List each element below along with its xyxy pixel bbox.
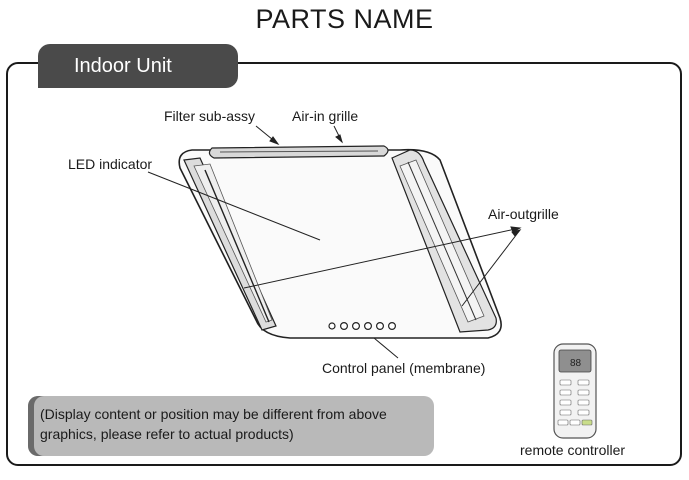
label-control-panel: Control panel (membrane) <box>322 360 486 376</box>
label-filter-sub-assy: Filter sub-assy <box>164 108 256 124</box>
label-led-indicator: LED indicator <box>68 156 153 172</box>
label-air-in-grille: Air-in grille <box>292 108 359 124</box>
remote-display-digits: 88 <box>570 358 582 369</box>
label-remote-controller: remote controller <box>520 442 626 458</box>
remote-controller: 88 <box>553 343 597 439</box>
page-title: PARTS NAME <box>255 4 434 34</box>
label-air-outgrille: Air-outgrille <box>488 206 559 222</box>
disclaimer-box <box>28 396 434 456</box>
control-panel-buttons <box>328 322 397 331</box>
content-frame <box>6 62 682 466</box>
disclaimer-text: (Display content or position may be diff… <box>40 406 387 442</box>
section-tab: Indoor Unit <box>38 44 238 88</box>
